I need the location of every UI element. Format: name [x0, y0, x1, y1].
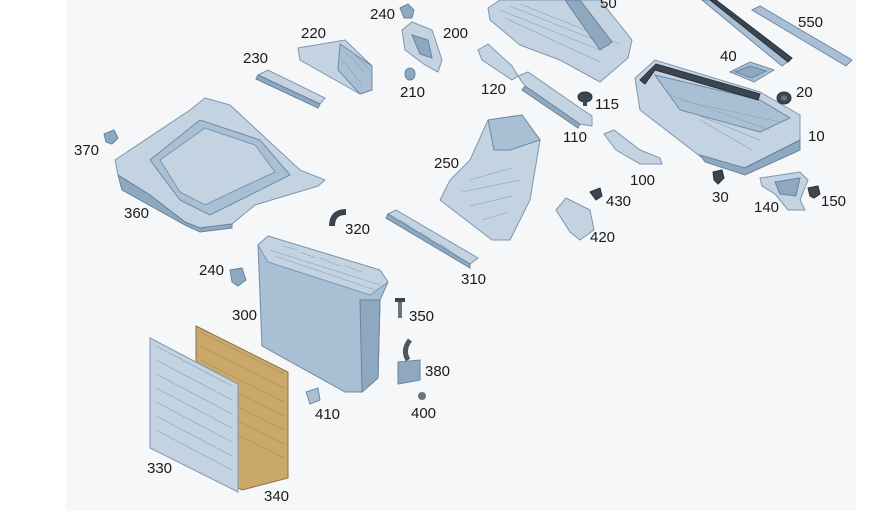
- part-330-pollen-filter[interactable]: [149, 337, 239, 493]
- label-10: 10: [808, 128, 825, 145]
- label-110: 110: [563, 129, 587, 146]
- part-120-connector[interactable]: [477, 43, 519, 81]
- part-10-cowl-panel[interactable]: [634, 59, 801, 176]
- label-380: 380: [425, 363, 450, 380]
- label-120: 120: [481, 81, 506, 98]
- label-200: 200: [443, 25, 468, 42]
- part-420-bracket[interactable]: [555, 197, 595, 241]
- label-310: 310: [461, 271, 486, 288]
- label-400: 400: [411, 405, 436, 422]
- part-380-actuator[interactable]: [397, 338, 421, 385]
- label-420: 420: [590, 229, 615, 246]
- label-40: 40: [720, 48, 737, 65]
- label-50: 50: [600, 0, 617, 12]
- label-410: 410: [315, 406, 340, 423]
- part-40-cover-plate[interactable]: [728, 61, 776, 83]
- label-230: 230: [243, 50, 268, 67]
- part-210-grommet[interactable]: [404, 67, 416, 81]
- label-300: 300: [232, 307, 257, 324]
- label-210: 210: [400, 84, 425, 101]
- part-230-strip[interactable]: [255, 69, 326, 109]
- part-240-clip-mid[interactable]: [229, 267, 247, 287]
- label-115: 115: [595, 96, 619, 113]
- part-115-clip[interactable]: [577, 91, 593, 106]
- part-20-plug[interactable]: [776, 91, 792, 105]
- label-370: 370: [74, 142, 99, 159]
- part-310-rail[interactable]: [385, 209, 479, 269]
- part-400-screw[interactable]: [418, 392, 426, 400]
- label-340: 340: [264, 488, 289, 505]
- label-30: 30: [712, 189, 729, 206]
- part-250-air-duct[interactable]: [439, 114, 541, 241]
- part-430-clip[interactable]: [589, 187, 603, 201]
- part-300-main-housing[interactable]: [257, 235, 389, 394]
- part-350-screw[interactable]: [395, 298, 405, 318]
- part-360-housing-cover[interactable]: [114, 97, 326, 233]
- label-430: 430: [606, 193, 631, 210]
- label-320: 320: [345, 221, 370, 238]
- part-320-hose[interactable]: [329, 209, 347, 227]
- label-20: 20: [796, 84, 813, 101]
- label-240-top: 240: [370, 6, 395, 23]
- label-330: 330: [147, 460, 172, 477]
- part-100-elbow[interactable]: [603, 129, 663, 165]
- part-200-bracket[interactable]: [401, 21, 443, 73]
- label-220: 220: [301, 25, 326, 42]
- label-150: 150: [821, 193, 846, 210]
- part-220-duct-cover[interactable]: [297, 39, 373, 95]
- label-360: 360: [124, 205, 149, 222]
- part-370-clip[interactable]: [103, 129, 119, 145]
- part-410-grommet[interactable]: [305, 387, 321, 405]
- part-140-housing-end[interactable]: [759, 171, 809, 211]
- part-50-water-deflector[interactable]: [487, 0, 633, 83]
- label-240-mid: 240: [199, 262, 224, 279]
- part-240-clip-top[interactable]: [399, 3, 415, 19]
- part-150-clip[interactable]: [807, 185, 821, 199]
- part-550-seal-strip[interactable]: [701, 0, 853, 67]
- part-30-clip[interactable]: [712, 169, 725, 185]
- label-100: 100: [630, 172, 655, 189]
- label-140: 140: [754, 199, 779, 216]
- label-350: 350: [409, 308, 434, 325]
- label-250: 250: [434, 155, 459, 172]
- label-550: 550: [798, 14, 823, 31]
- part-110-duct-arm[interactable]: [517, 71, 593, 129]
